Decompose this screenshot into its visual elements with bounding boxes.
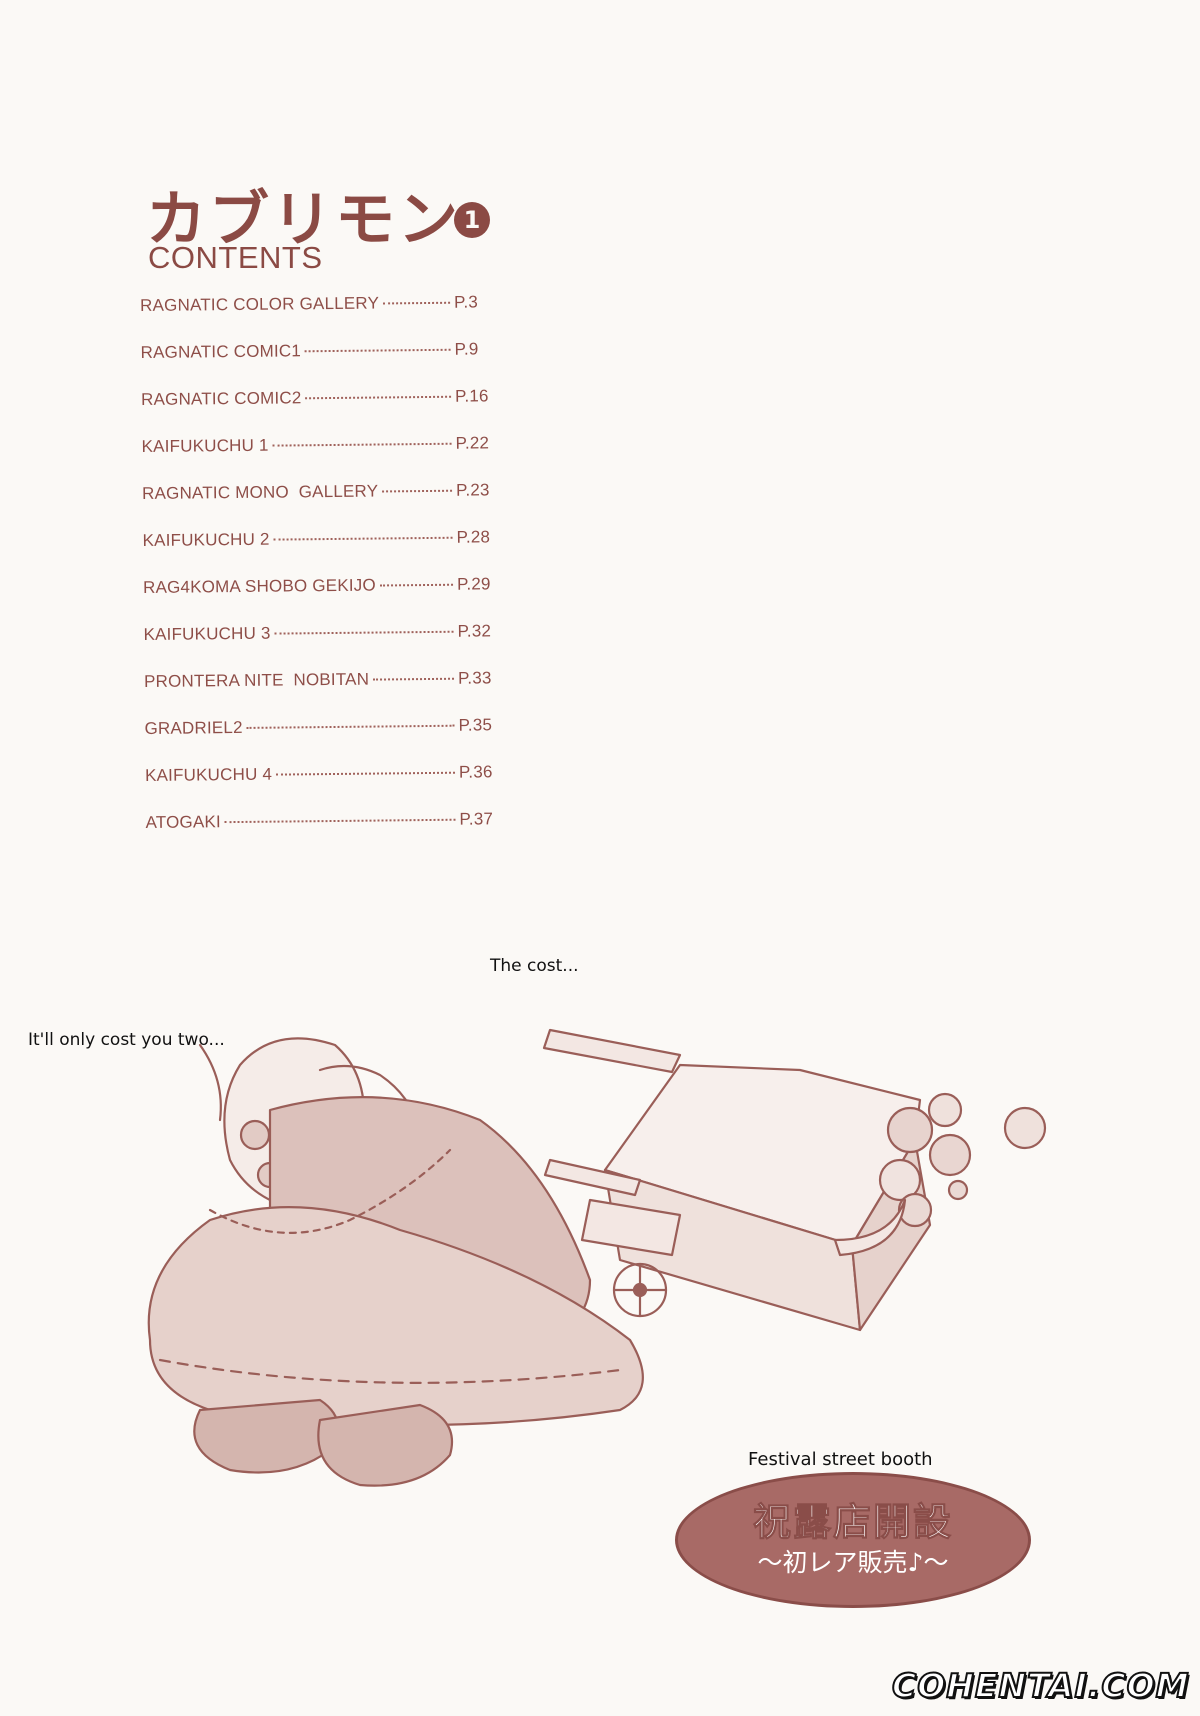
toc-row[interactable]: KAIFUKUCHU 2 P.28 [142, 527, 492, 578]
toc-row[interactable]: GRADRIEL2 P.35 [144, 715, 494, 766]
toc-title: GRADRIEL2 [144, 717, 243, 738]
toc-page: P.3 [453, 292, 479, 312]
toc-page: P.32 [457, 621, 492, 641]
toc-title: KAIFUKUCHU 1 [141, 435, 269, 456]
toc-page: P.29 [456, 574, 491, 594]
toc-leader [274, 630, 454, 635]
toc-row[interactable]: RAGNATIC COMIC1 P.9 [140, 339, 490, 390]
toc-title: KAIFUKUCHU 3 [143, 623, 271, 644]
toc-page: P.22 [455, 433, 490, 453]
speech-text: It'll only cost you two... [28, 1030, 225, 1050]
toc-row[interactable]: RAGNATIC COMIC2 P.16 [141, 386, 491, 437]
toc-leader [379, 583, 454, 587]
toc-title: RAGNATIC MONO GALLERY [141, 481, 379, 503]
toc-leader [382, 489, 453, 493]
toc-title: RAGNATIC COLOR GALLERY [140, 293, 380, 315]
toc-leader [304, 348, 451, 353]
toc-leader [246, 724, 455, 729]
toc-leader [272, 442, 452, 447]
caption-translation: Festival street booth [748, 1449, 933, 1470]
toc-page: P.28 [456, 527, 491, 547]
scattered-fruit [833, 1092, 1047, 1257]
toc-leader [305, 395, 452, 400]
toc-row[interactable]: RAG4KOMA SHOBO GEKIJO P.29 [143, 574, 493, 625]
contents-heading: CONTENTS [148, 240, 323, 275]
toc-page: P.16 [454, 386, 489, 406]
toc-title: KAIFUKUCHU 2 [142, 529, 270, 550]
toc-row[interactable]: RAGNATIC COLOR GALLERY P.3 [140, 292, 490, 343]
toc-leader [276, 771, 456, 776]
volume-badge: 1 [454, 202, 490, 238]
toc-page: P.36 [458, 762, 493, 782]
toc-title: KAIFUKUCHU 4 [144, 764, 273, 785]
toc-row[interactable]: PRONTERA NITE NOBITAN P.33 [144, 668, 494, 719]
watermark-logo: COHENTAI.COM [891, 1665, 1190, 1706]
book-title: カブリモン [146, 185, 461, 255]
toc-page: P.23 [455, 480, 490, 500]
toc-page: P.33 [457, 668, 492, 688]
illustration [147, 1028, 1047, 1487]
sign-sub-text: 〜初レア販売♪〜 [757, 1547, 949, 1577]
toc-page: P.37 [459, 809, 494, 829]
speech-text: The cost... [490, 956, 579, 976]
toc-leader [224, 818, 456, 824]
toc-leader [373, 677, 455, 681]
toc-title: RAGNATIC COMIC2 [140, 388, 302, 409]
toc-row[interactable]: RAGNATIC MONO GALLERY P.23 [142, 480, 492, 531]
sign-main-text: 祝露店開設 [752, 1500, 953, 1545]
toc-row[interactable]: ATOGAKI P.37 [145, 809, 495, 860]
toc-title: ATOGAKI [145, 812, 222, 832]
toc-title: RAG4KOMA SHOBO GEKIJO [142, 575, 376, 597]
toc-leader [273, 536, 453, 541]
toc-row[interactable]: KAIFUKUCHU 4 P.36 [145, 762, 495, 813]
toc-title: PRONTERA NITE NOBITAN [143, 669, 370, 691]
festival-sign: 祝露店開設 〜初レア販売♪〜 [675, 1472, 1031, 1608]
toc-row[interactable]: KAIFUKUCHU 3 P.32 [143, 621, 493, 672]
fallen-character [147, 1037, 644, 1487]
toc-leader [383, 301, 451, 305]
toc-row[interactable]: KAIFUKUCHU 1 P.22 [141, 433, 491, 484]
toc-page: P.35 [458, 715, 493, 735]
table-of-contents: RAGNATIC COLOR GALLERY P.3 RAGNATIC COMIC… [140, 292, 496, 860]
overturned-stall [542, 1028, 932, 1332]
toc-title: RAGNATIC COMIC1 [140, 341, 302, 362]
toc-page: P.9 [454, 339, 479, 359]
